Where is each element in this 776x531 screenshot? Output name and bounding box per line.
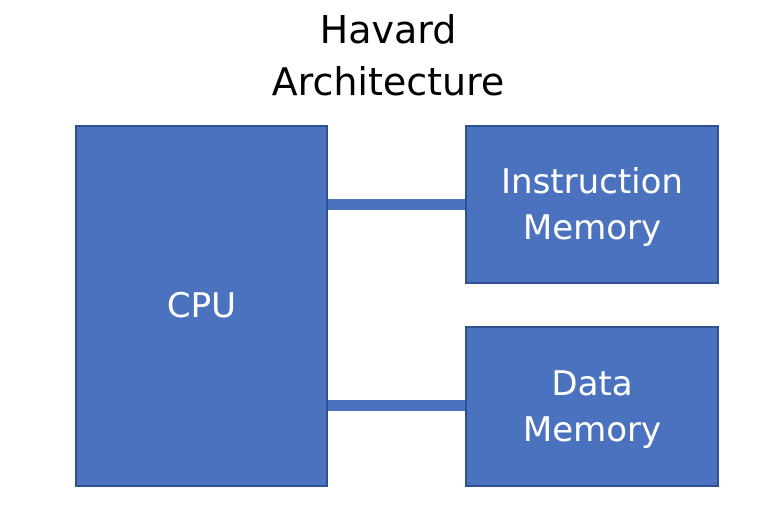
- instruction-memory-label-line-1: Instruction: [501, 161, 683, 202]
- instruction-memory-block: Instruction Memory: [465, 125, 719, 284]
- instruction-memory-label-line-2: Memory: [522, 207, 662, 248]
- cpu-label: CPU: [166, 286, 237, 326]
- data-memory-block: Data Memory: [465, 326, 719, 487]
- instruction-bus-connector: [328, 199, 465, 210]
- diagram-title-line-1: Havard: [319, 8, 457, 52]
- data-memory-label-line-2: Memory: [522, 409, 662, 450]
- diagram-title-line-2: Architecture: [271, 60, 505, 104]
- data-memory-label-line-1: Data: [551, 363, 633, 404]
- cpu-block: CPU: [75, 125, 328, 487]
- data-bus-connector: [328, 400, 465, 411]
